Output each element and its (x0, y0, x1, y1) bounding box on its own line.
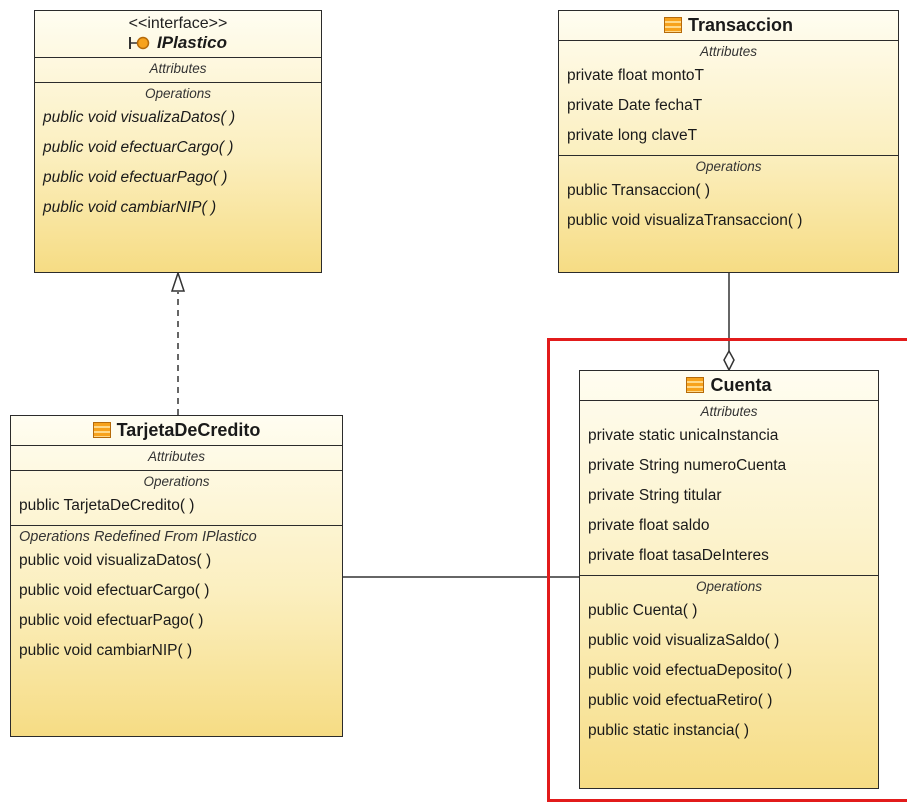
class-name: Cuenta (710, 375, 772, 395)
operation-item: public void efectuarPago( ) (43, 169, 228, 186)
operation-item: public void visualizaTransaccion( ) (567, 212, 803, 229)
operation-item: public void efectuarCargo( ) (19, 582, 210, 599)
operation-item: public void cambiarNIP( ) (19, 642, 193, 659)
realization-arrowhead (170, 270, 186, 292)
operation-item: public void efectuaDeposito( ) (588, 662, 793, 679)
operation-item: public Transaccion( ) (567, 182, 711, 199)
attribute-item: private long claveT (567, 127, 698, 144)
operations-section: Operations public Cuenta( ) public void … (580, 576, 878, 750)
section-title: Operations (695, 579, 763, 594)
iplastico-interface[interactable]: <<interface>> IPlastico Attributes Opera… (34, 10, 322, 273)
section-title: Operations (144, 86, 212, 101)
class-name: IPlastico (157, 33, 227, 52)
operations-section: Operations public void visualizaDatos( )… (35, 83, 321, 227)
class-name: Transaccion (687, 15, 794, 35)
operation-item: public void efectuarCargo( ) (43, 139, 234, 156)
transaccion-class[interactable]: Transaccion Attributes private float mon… (558, 10, 899, 273)
attribute-item: private static unicaInstancia (588, 427, 779, 444)
attribute-item: private float saldo (588, 517, 710, 534)
tarjetadecredito-class[interactable]: TarjetaDeCredito Attributes Operations p… (10, 415, 343, 737)
section-title: Attributes (147, 449, 206, 464)
operation-item: public void efectuaRetiro( ) (588, 692, 773, 709)
section-title: Attributes (699, 44, 758, 59)
section-title: Operations (143, 474, 210, 489)
operations-section: Operations public TarjetaDeCredito( ) (11, 471, 342, 526)
attribute-item: private Date fechaT (567, 97, 703, 114)
attribute-item: private String numeroCuenta (588, 457, 787, 474)
operation-item: public void cambiarNIP( ) (43, 199, 217, 216)
section-title: Attributes (700, 404, 758, 419)
attributes-section: Attributes (11, 446, 342, 471)
attributes-section: Attributes private float montoT private … (559, 41, 898, 156)
operation-item: public void visualizaDatos( ) (43, 109, 236, 126)
operations-section: Operations public Transaccion( ) public … (559, 156, 898, 240)
cuenta-header: Cuenta (580, 371, 878, 401)
attribute-item: private String titular (588, 487, 722, 504)
section-title: Operations Redefined From IPlastico (19, 529, 257, 545)
class-icon (92, 422, 111, 438)
class-icon (663, 17, 682, 33)
operation-item: public Cuenta( ) (588, 602, 698, 619)
attributes-section: Attributes private static unicaInstancia… (580, 401, 878, 576)
attributes-section: Attributes (35, 58, 321, 83)
operation-item: public void visualizaSaldo( ) (588, 632, 780, 649)
operation-item: public void visualizaDatos( ) (19, 552, 212, 569)
interface-lollipop-icon (129, 35, 151, 51)
iplastico-header: <<interface>> IPlastico (35, 11, 321, 58)
tarjeta-header: TarjetaDeCredito (11, 416, 342, 446)
highlight-rectangle (547, 338, 907, 802)
operation-item: public static instancia( ) (588, 722, 750, 739)
class-icon (686, 377, 705, 393)
transaccion-header: Transaccion (559, 11, 898, 41)
operation-item: public TarjetaDeCredito( ) (19, 497, 195, 514)
attribute-item: private float tasaDeInteres (588, 547, 769, 564)
attribute-item: private float montoT (567, 67, 704, 84)
cuenta-class[interactable]: Cuenta Attributes private static unicaIn… (579, 370, 879, 789)
class-name: TarjetaDeCredito (116, 420, 261, 440)
section-title: Attributes (149, 61, 207, 76)
section-title: Operations (695, 159, 762, 174)
redefined-operations-section: Operations Redefined From IPlastico publ… (11, 526, 342, 670)
stereotype-label: <<interface>> (128, 15, 228, 32)
operation-item: public void efectuarPago( ) (19, 612, 204, 629)
